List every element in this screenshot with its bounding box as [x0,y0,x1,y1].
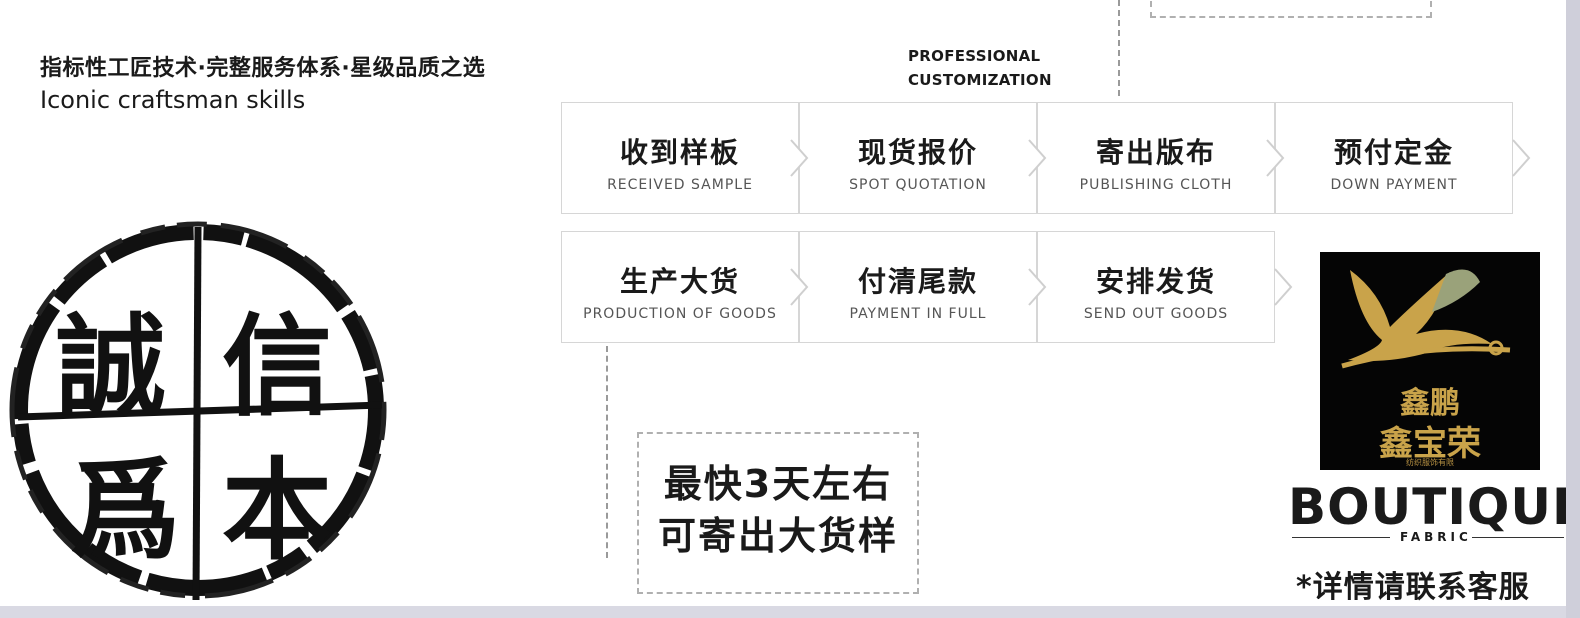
step-publishing-cloth: 寄出版布 PUBLISHING CLOTH [1037,102,1275,214]
pro-label-line-2: CUSTOMIZATION [908,71,1052,89]
step-title: 现货报价 [857,136,978,169]
chevron-right-icon [1273,267,1295,307]
crane-bird-icon [1341,269,1511,369]
logo-text-xinpeng: 鑫鹏 [1400,386,1460,421]
brand-logo: 鑫鹏 鑫宝荣 纺织服饰有限 [1320,252,1540,470]
step-subtitle: SEND OUT GOODS [1083,306,1229,322]
step-spot-quotation: 现货报价 SPOT QUOTATION [799,102,1037,214]
professional-customization-label: PROFESSIONAL CUSTOMIZATION [908,44,1052,92]
chevron-right-icon [1027,267,1049,307]
seal-char-cheng: 誠 [56,302,166,431]
step-received-sample: 收到样板 RECEIVED SAMPLE [561,102,799,214]
seal-char-wei: 爲 [70,446,180,575]
step-subtitle: RECEIVED SAMPLE [607,177,753,193]
step-subtitle: PRODUCTION OF GOODS [583,306,777,322]
divider [1292,537,1390,538]
step-subtitle: DOWN PAYMENT [1330,177,1458,193]
chevron-right-icon [1511,138,1533,178]
bottom-dashed-line [606,346,608,558]
fast-delivery-box: 最快3天左右 可寄出大货样 [637,432,919,594]
tagline-english: Iconic craftsman skills [40,86,306,114]
chevron-right-icon [1027,138,1049,178]
pro-label-line-1: PROFESSIONAL [908,47,1041,65]
step-production-of-goods: 生产大货 PRODUCTION OF GOODS [561,231,799,343]
logo-text-xinbaorong: 鑫宝荣 [1379,424,1481,464]
chevron-right-icon [1265,138,1287,178]
step-down-payment: 预付定金 DOWN PAYMENT [1275,102,1513,214]
fabric-wordmark: FABRIC [1400,530,1472,544]
step-title: 寄出版布 [1095,136,1216,169]
step-payment-in-full: 付清尾款 PAYMENT IN FULL [799,231,1037,343]
step-subtitle: PAYMENT IN FULL [849,306,987,322]
right-edge-strip [1566,0,1580,618]
fast-delivery-line-2: 可寄出大货样 [657,514,898,558]
chevron-right-icon [789,138,811,178]
contact-customer-service-note: *详情请联系客服 [1296,570,1530,605]
step-title: 生产大货 [619,265,740,298]
seal-char-xin: 信 [222,302,332,431]
step-title: 安排发货 [1095,265,1216,298]
boutique-wordmark: BOUTIQUE [1288,478,1580,536]
step-subtitle: SPOT QUOTATION [849,177,987,193]
integrity-seal: 誠 信 爲 本 [0,205,400,615]
step-title: 付清尾款 [857,265,978,298]
seal-char-ben: 本 [222,446,332,575]
step-title: 收到样板 [619,136,740,169]
step-subtitle: PUBLISHING CLOTH [1079,177,1233,193]
top-dashed-box [1150,0,1432,18]
chevron-right-icon [789,267,811,307]
logo-small-text: 纺织服饰有限 [1406,458,1454,467]
tagline-chinese: 指标性工匠技术·完整服务体系·星级品质之选 [40,56,486,81]
step-send-out-goods: 安排发货 SEND OUT GOODS [1037,231,1275,343]
seal-brush-circle-icon [9,221,387,601]
divider [1472,537,1564,538]
top-dashed-line [1118,0,1120,96]
fast-delivery-line-1: 最快3天左右 [663,462,893,506]
step-title: 预付定金 [1333,136,1454,169]
bottom-edge-strip [0,606,1580,618]
